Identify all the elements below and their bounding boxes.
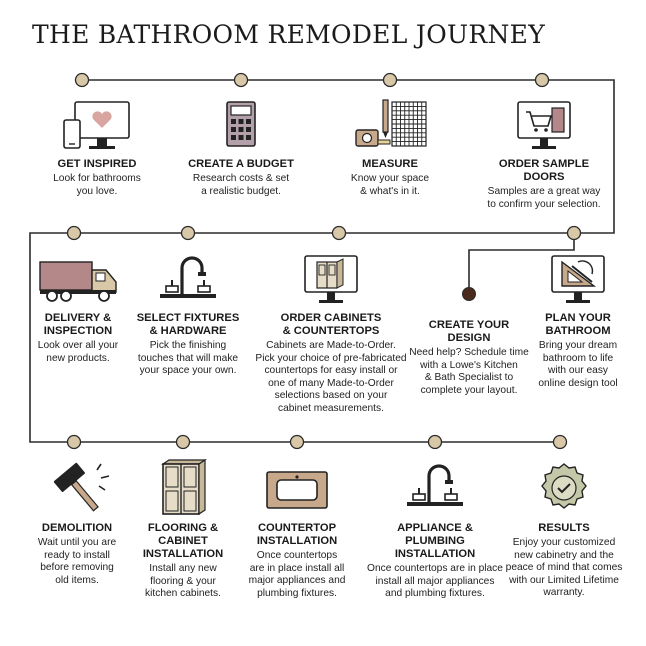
step-title: DEMOLITION	[41, 522, 113, 534]
step-flooring-cabinet: FLOORING & CABINET INSTALLATION Install …	[136, 458, 230, 601]
step-title: SELECT FIXTURES & HARDWARE	[136, 312, 240, 337]
step-description: Once countertops are in place install al…	[248, 550, 346, 599]
step-order-cabinets: ORDER CABINETS & COUNTERTOPS Cabinets ar…	[246, 252, 416, 416]
step-title: DELIVERY & INSPECTION	[43, 312, 113, 337]
faucet-icon	[160, 256, 216, 298]
step-title: CREATE YOUR DESIGN	[428, 319, 510, 344]
path-node	[233, 72, 249, 88]
step-description: Need help? Schedule time with a Lowe's K…	[409, 347, 529, 396]
faucet-icon	[407, 464, 463, 506]
design-tools-monitor-icon	[551, 255, 605, 303]
path-node	[427, 434, 443, 450]
step-title: APPLIANCE & PLUMBING INSTALLATION	[394, 522, 476, 560]
step-title: COUNTERTOP INSTALLATION	[256, 522, 338, 547]
step-description: Once countertops are in place install al…	[367, 563, 503, 600]
step-description: Samples are a great way to confirm your …	[487, 186, 601, 210]
step-description: Pick the finishing touches that will mak…	[137, 340, 239, 377]
path-node	[66, 434, 82, 450]
path-node	[175, 434, 191, 450]
path-node	[566, 225, 582, 241]
step-description: Look over all your new products.	[37, 340, 119, 364]
countertop-sink-icon	[266, 471, 328, 509]
step-title: FLOORING & CABINET INSTALLATION	[142, 522, 224, 560]
path-node-current	[462, 287, 476, 301]
step-description: Cabinets are Made-to-Order. Pick your ch…	[255, 340, 407, 414]
path-node	[534, 72, 550, 88]
path-node	[382, 72, 398, 88]
calculator-icon	[226, 101, 256, 147]
step-demolition: DEMOLITION Wait until you are ready to i…	[28, 458, 126, 587]
check-seal-icon	[541, 463, 587, 509]
step-title: GET INSPIRED	[57, 158, 137, 170]
step-countertop-installation: COUNTERTOP INSTALLATION Once countertops…	[244, 458, 350, 600]
devices-heart-icon	[63, 101, 130, 149]
path-node	[74, 72, 90, 88]
step-create-design: CREATE YOUR DESIGN Need help? Schedule t…	[408, 315, 530, 397]
step-title: ORDER SAMPLE DOORS	[498, 158, 590, 183]
tape-measure-grid-icon	[355, 99, 427, 147]
path-node	[180, 225, 196, 241]
path-node	[66, 225, 82, 241]
step-description: Know your space & what's in it.	[350, 173, 430, 197]
step-description: Install any new flooring & your kitchen …	[145, 563, 221, 600]
path-node	[552, 434, 568, 450]
step-plan-bathroom: PLAN YOUR BATHROOM Bring your dream bath…	[528, 252, 628, 390]
step-description: Enjoy your customized new cabinetry and …	[505, 537, 623, 599]
step-measure: MEASURE Know your space & what's in it.	[334, 98, 446, 198]
cabinet-monitor-icon	[304, 255, 358, 303]
path-node	[289, 434, 305, 450]
step-appliance-plumbing: APPLIANCE & PLUMBING INSTALLATION Once c…	[360, 458, 510, 601]
step-description: Wait until you are ready to install befo…	[37, 537, 117, 586]
step-title: PLAN YOUR BATHROOM	[545, 312, 611, 337]
step-description: Look for bathrooms you love.	[53, 173, 141, 197]
step-create-budget: CREATE A BUDGET Research costs & set a r…	[180, 98, 302, 198]
page-title: THE BATHROOM REMODEL JOURNEY	[32, 20, 546, 49]
step-title: RESULTS	[538, 522, 590, 534]
path-node	[331, 225, 347, 241]
step-order-sample-doors: ORDER SAMPLE DOORS Samples are a great w…	[476, 98, 612, 211]
step-get-inspired: GET INSPIRED Look for bathrooms you love…	[30, 98, 164, 198]
step-title: CREATE A BUDGET	[188, 158, 294, 170]
step-delivery-inspection: DELIVERY & INSPECTION Look over all your…	[26, 252, 130, 365]
sledgehammer-icon	[53, 462, 110, 512]
step-results: RESULTS Enjoy your customized new cabine…	[500, 458, 628, 600]
step-select-fixtures: SELECT FIXTURES & HARDWARE Pick the fini…	[130, 252, 246, 378]
step-description: Bring your dream bathroom to life with o…	[538, 340, 618, 389]
cabinet-icon	[161, 458, 207, 516]
step-title: MEASURE	[362, 158, 418, 170]
delivery-truck-icon	[39, 261, 117, 302]
step-description: Research costs & set a realistic budget.	[192, 173, 290, 197]
shopping-cart-monitor-icon	[517, 101, 571, 149]
step-title: ORDER CABINETS & COUNTERTOPS	[280, 312, 382, 337]
